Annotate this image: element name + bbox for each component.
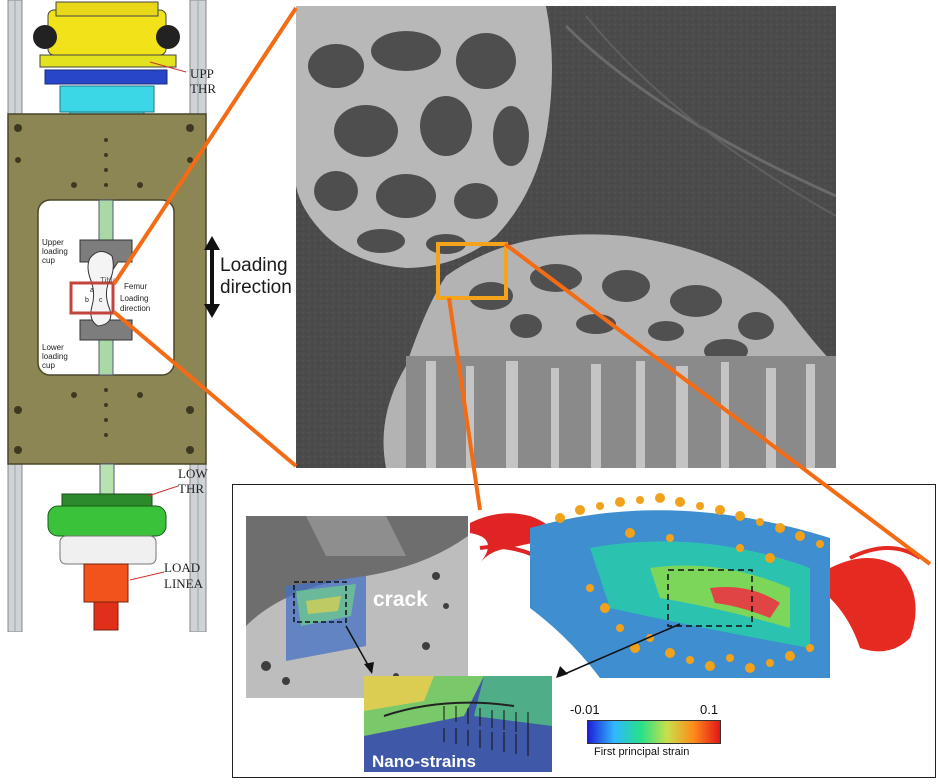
crack-label: crack <box>373 588 428 611</box>
loading-rig <box>0 0 215 633</box>
load-linear-label: LOAD LINEA <box>164 560 203 592</box>
arrow-head-right <box>556 666 568 678</box>
crack-ct-image <box>246 516 468 698</box>
upper-label-line2: THR <box>190 81 216 96</box>
upper-thruster-label: UPP THR <box>190 66 216 96</box>
arrow-head-left <box>364 662 374 674</box>
loading-direction-label: Loading direction <box>220 255 292 299</box>
colorbar-title: First principal strain <box>594 746 690 758</box>
colorbar-max-label: 0.1 <box>700 702 719 717</box>
lower-label-line2: THR <box>178 481 204 496</box>
ct-micrograph <box>296 6 836 468</box>
nano-strains-label: Nano-strains <box>372 752 476 771</box>
tibia-label: Tibia <box>100 276 118 285</box>
load-label-line1: LOAD <box>164 560 201 575</box>
arrow-3d-to-nano <box>559 623 681 677</box>
loading-direction-arrow <box>202 236 222 318</box>
lower-cup-label: Lower loading cup <box>42 343 68 370</box>
strain-3d-rendering <box>470 488 930 678</box>
colorbar-min-label: -0.01 <box>570 702 600 717</box>
lower-thruster-label: LOW THR <box>178 466 208 496</box>
connector-roi-to-3d <box>503 242 932 566</box>
loading-direction-small-label: Loading direction <box>120 294 151 313</box>
femur-label: Femur <box>124 282 148 291</box>
connector-rig-to-ct-bottom <box>112 310 298 468</box>
upper-cup-label: Upper loading cup <box>42 238 68 265</box>
colorbar-gradient <box>587 720 721 744</box>
marker-c: c <box>99 297 103 304</box>
nano-strains-image <box>364 676 552 772</box>
marker-a: a <box>90 287 94 294</box>
loading-label-line2: direction <box>220 277 292 298</box>
connector-rig-to-ct-top <box>112 6 298 286</box>
lower-label-line1: LOW <box>178 466 208 481</box>
loading-label-line1: Loading <box>220 255 288 276</box>
marker-b: b <box>85 297 89 304</box>
connector-roi-to-crack <box>447 297 482 511</box>
upper-label-line1: UPP <box>190 66 214 81</box>
load-label-line2: LINEA <box>164 576 203 591</box>
